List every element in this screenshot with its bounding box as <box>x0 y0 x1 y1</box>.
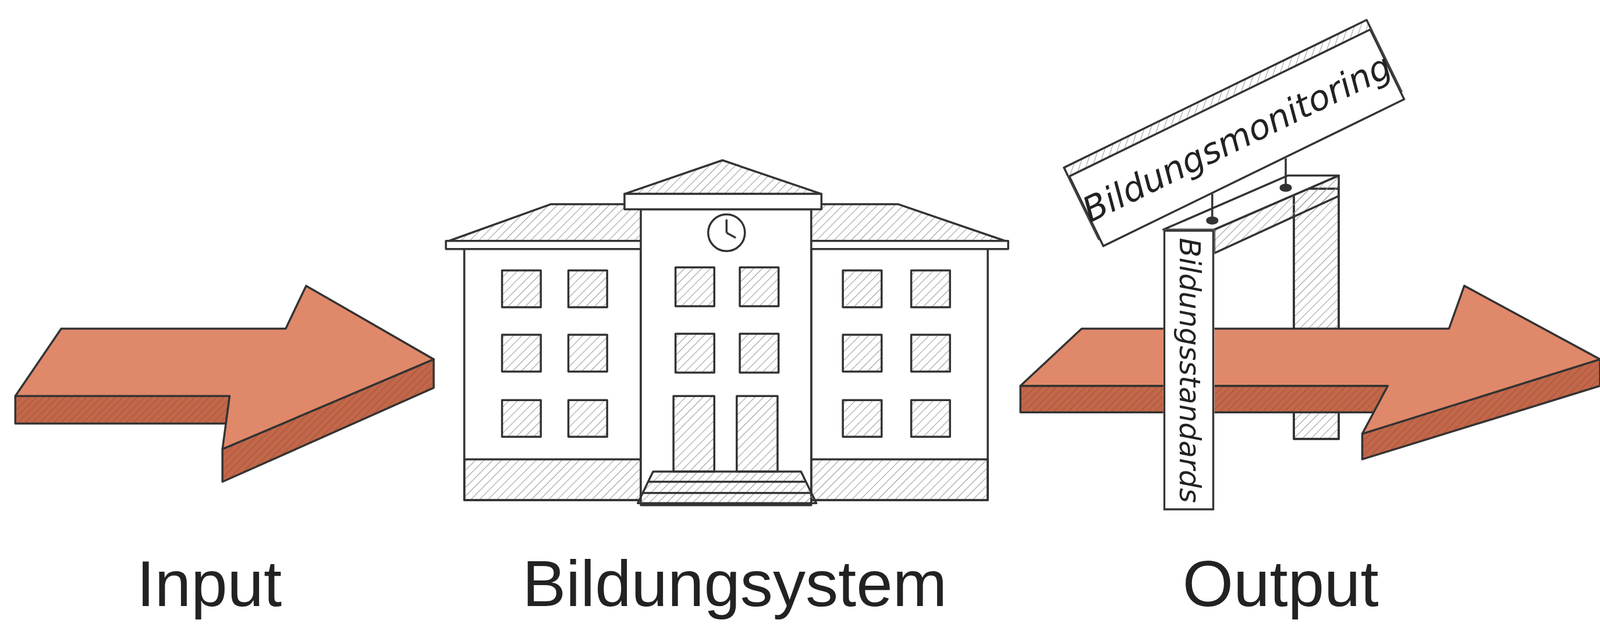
school-building <box>445 160 1009 506</box>
output-arrow <box>1020 285 1600 460</box>
gate-pillar: Bildungsstandards <box>1163 229 1215 510</box>
stage-caption: Input <box>0 551 516 617</box>
stage-caption: Output <box>974 551 1587 617</box>
stage-caption: Bildungsystem <box>428 551 1041 617</box>
pillar-label: Bildungsstandards <box>1174 237 1204 503</box>
input-arrow <box>15 285 434 482</box>
